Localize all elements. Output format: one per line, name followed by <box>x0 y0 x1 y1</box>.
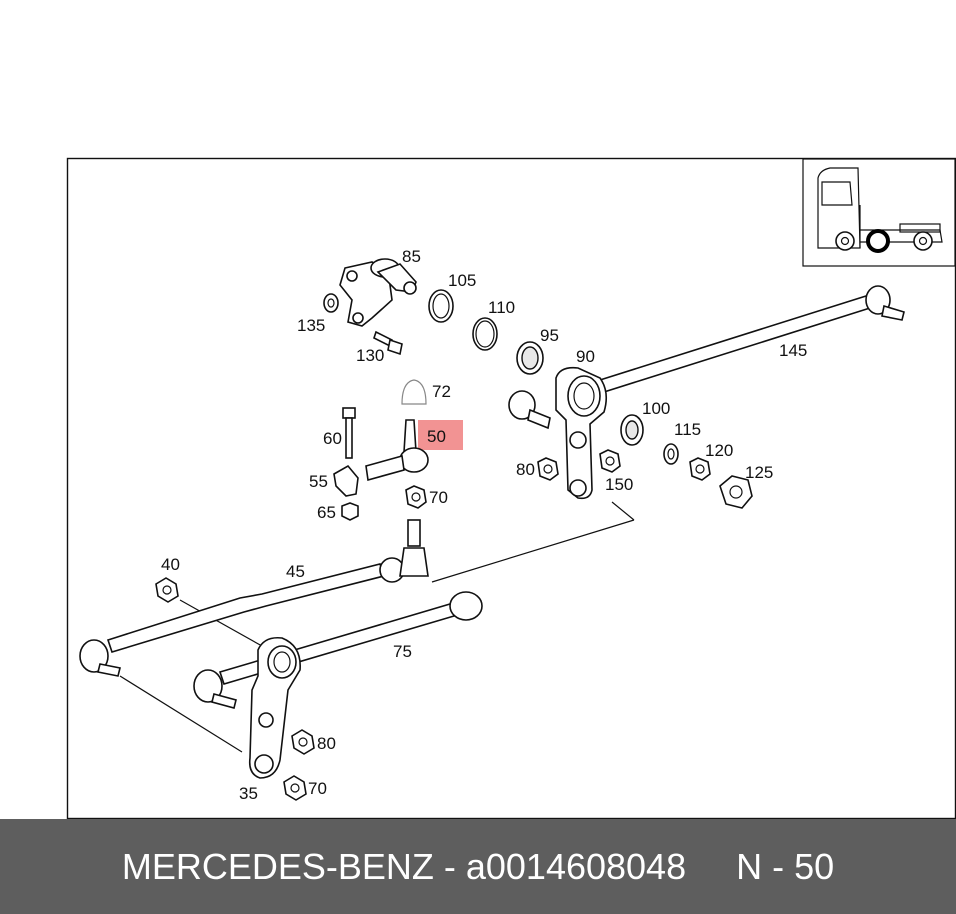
part-70-nut-lower <box>283 775 307 801</box>
part-90-drop-arm <box>508 366 608 500</box>
part-95-bearing <box>516 341 544 375</box>
label-72: 72 <box>432 382 451 401</box>
footer-brand: MERCEDES-BENZ <box>121 846 434 887</box>
diagram-frame <box>66 157 956 820</box>
leader-lines <box>119 501 635 753</box>
footer-caption: MERCEDES-BENZ - a0014608048 N - 50 <box>0 819 956 914</box>
label-90: 90 <box>576 347 595 366</box>
footer-position: N - 50 <box>736 846 835 887</box>
label-50: 50 <box>427 427 446 446</box>
part-80-nut-lower <box>291 729 315 755</box>
part-45-drag-link <box>79 519 429 677</box>
part-150-nut <box>599 449 621 473</box>
label-95: 95 <box>540 326 559 345</box>
part-105-seal <box>428 289 454 323</box>
part-130-bolt <box>373 330 403 356</box>
part-70-nut-upper <box>405 485 427 509</box>
label-75: 75 <box>393 642 412 661</box>
part-125-cap <box>719 475 753 509</box>
part-145-tie-rod <box>598 285 905 393</box>
part-35-pitman-arm <box>248 636 301 779</box>
label-85: 85 <box>402 247 421 266</box>
label-150: 150 <box>605 475 633 494</box>
label-70-lower: 70 <box>308 779 327 798</box>
part-65-nut <box>341 502 359 521</box>
label-35: 35 <box>239 784 258 803</box>
part-100-bearing <box>620 414 644 446</box>
label-105: 105 <box>448 271 476 290</box>
part-40-nut <box>155 577 179 603</box>
label-100: 100 <box>642 399 670 418</box>
label-115: 115 <box>674 420 701 439</box>
part-60-bolt <box>342 407 356 459</box>
part-115-washer <box>663 443 679 465</box>
part-55-clamp <box>333 464 359 497</box>
label-125: 125 <box>745 463 773 482</box>
part-72-dust-cap <box>401 379 427 405</box>
footer-separator: - <box>433 846 466 887</box>
label-55: 55 <box>309 472 328 491</box>
highlight-box <box>418 420 463 450</box>
label-135: 135 <box>297 316 325 335</box>
part-50-ball-joint <box>365 419 463 482</box>
label-130: 130 <box>356 346 384 365</box>
footer-spacer <box>686 846 736 887</box>
part-135-washer <box>323 293 339 313</box>
footer-bar: MERCEDES-BENZ - a0014608048 N - 50 <box>0 819 956 914</box>
part-120-nut <box>689 457 711 481</box>
label-40: 40 <box>161 555 180 574</box>
label-60: 60 <box>323 429 342 448</box>
label-110: 110 <box>488 298 515 317</box>
label-80-lower: 80 <box>317 734 336 753</box>
label-70-upper: 70 <box>429 488 448 507</box>
label-80-upper: 80 <box>516 460 535 479</box>
part-85-steering-arm <box>339 258 417 327</box>
label-120: 120 <box>705 441 733 460</box>
part-80-nut-upper <box>537 457 559 481</box>
part-110-ring <box>472 317 498 351</box>
label-65: 65 <box>317 503 336 522</box>
label-45: 45 <box>286 562 305 581</box>
footer-part-number: a0014608048 <box>465 846 687 887</box>
label-145: 145 <box>779 341 807 360</box>
truck-thumbnail <box>802 158 956 267</box>
